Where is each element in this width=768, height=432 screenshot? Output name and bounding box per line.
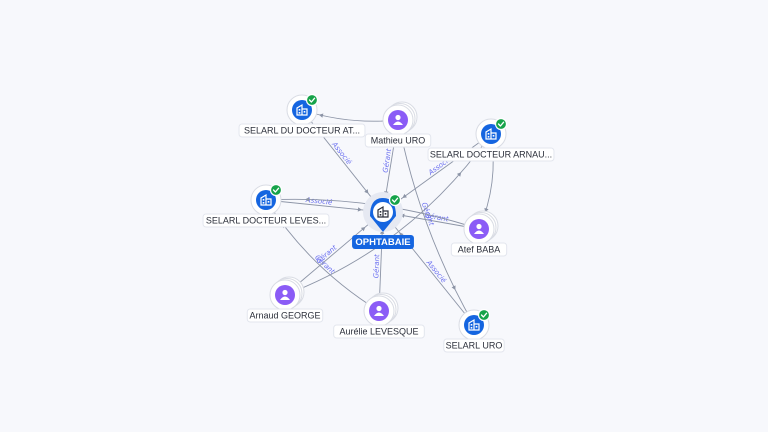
center-label: OPHTABAIE (355, 237, 410, 248)
node-label-box (246, 308, 324, 323)
edge-arrow-icon (357, 207, 362, 212)
person-icon (374, 305, 384, 316)
node-label: Atef BABA (458, 245, 501, 255)
node-label-box (450, 242, 508, 257)
node-label-box (202, 213, 330, 228)
node-selarl-leves[interactable]: SELARL DOCTEUR LEVES... (202, 183, 330, 228)
node-label-box (364, 133, 432, 148)
node-label-box (238, 123, 366, 138)
node-label: SELARL DOCTEUR ARNAU... (430, 150, 552, 160)
person-icon (280, 289, 290, 300)
building-icon (260, 193, 272, 206)
nodes-layer: SELARL DU DOCTEUR AT... Mathieu URO SELARL… (202, 93, 555, 353)
edge-label: Associé (424, 258, 448, 285)
check-badge-icon (494, 117, 508, 131)
building-icon (485, 127, 497, 140)
node-selarl-arnau[interactable]: SELARL DOCTEUR ARNAU... (427, 117, 555, 162)
edge-arrow-icon (456, 172, 462, 177)
node-label: SELARL URO (446, 341, 503, 351)
building-icon (296, 103, 308, 116)
edge-arrow-icon (360, 226, 366, 232)
node-atef[interactable]: Atef BABA (450, 210, 508, 257)
edge-label: Associé (304, 196, 333, 207)
edge-arrow-icon (364, 189, 369, 194)
node-arnaud[interactable]: Arnaud GEORGE (246, 276, 324, 323)
edge-label: Associé (330, 140, 354, 167)
person-icon (393, 114, 403, 125)
check-badge-icon (269, 183, 283, 197)
edge-label: Gérant (381, 148, 393, 173)
check-badge-icon (477, 308, 491, 322)
person-icon (474, 223, 484, 234)
node-selarl-uro[interactable]: SELARL URO (443, 308, 505, 353)
node-label: Aurélie LEVESQUE (339, 327, 418, 337)
node-label: Arnaud GEORGE (249, 311, 320, 321)
node-label-box (333, 324, 425, 339)
edge-label: Gérant (372, 254, 381, 279)
center-label-box (352, 235, 414, 249)
building-icon (468, 318, 480, 331)
building-icon (377, 205, 389, 218)
check-badge-icon (305, 93, 319, 107)
edge-arrow-icon (402, 193, 407, 198)
node-mathieu[interactable]: Mathieu URO (364, 101, 432, 148)
node-aurelie[interactable]: Aurélie LEVESQUE (333, 292, 425, 339)
edge-arrow-icon (305, 197, 310, 202)
node-label: SELARL DOCTEUR LEVES... (206, 216, 326, 226)
check-badge-icon (388, 193, 402, 207)
edge-arrow-icon (318, 113, 324, 118)
node-label: Mathieu URO (371, 136, 426, 146)
node-selarl-atl[interactable]: SELARL DU DOCTEUR AT... (238, 93, 366, 138)
node-label-box (427, 147, 555, 162)
center-node-ophtabaie[interactable]: OPHTABAIE (352, 192, 414, 249)
edge-arrow-icon (451, 285, 456, 290)
node-label-box (443, 338, 505, 353)
node-label: SELARL DU DOCTEUR AT... (244, 126, 360, 136)
